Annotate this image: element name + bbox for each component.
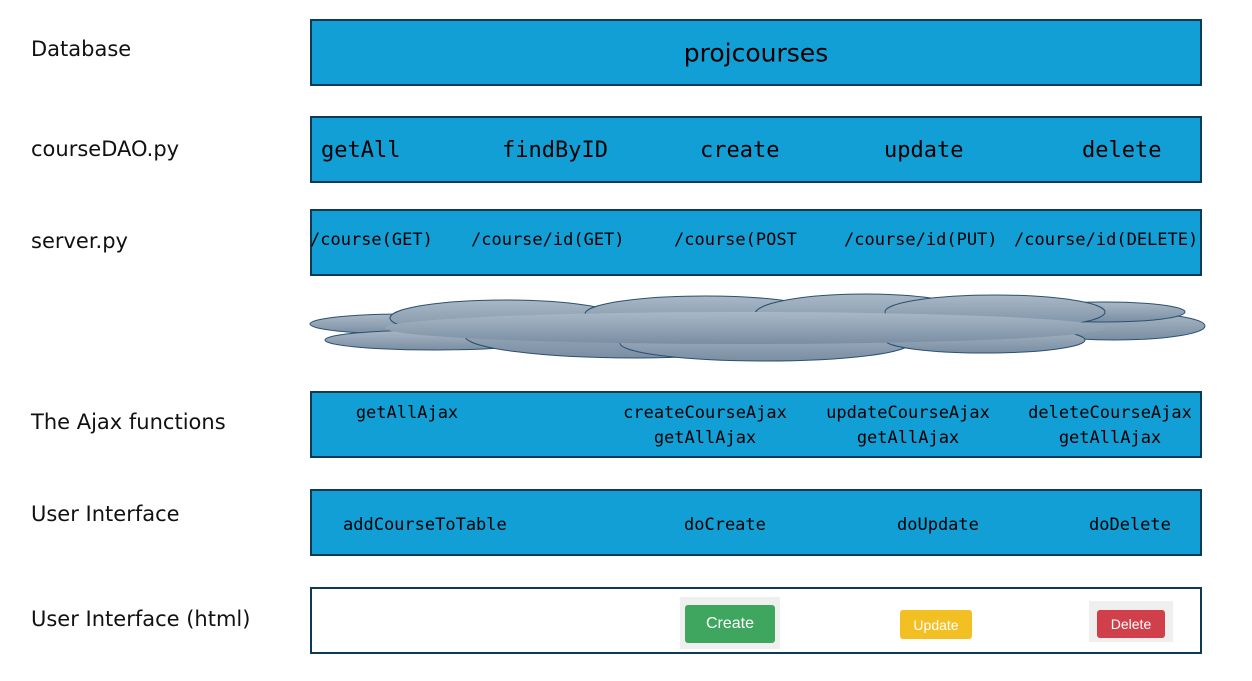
dao-create: create: [700, 138, 780, 163]
update-button[interactable]: Update: [900, 610, 972, 639]
ui-dodelete: doDelete: [1089, 515, 1171, 535]
ui-doupdate: doUpdate: [897, 515, 979, 535]
create-button[interactable]: Create: [685, 605, 775, 643]
ajax-createcourseajax: createCourseAjax: [623, 403, 787, 423]
dao-getall: getAll: [321, 138, 401, 163]
label-user-interface: User Interface: [31, 502, 180, 526]
ajax-deletecourseajax: deleteCourseAjax: [1028, 403, 1192, 423]
database-box: projcourses: [310, 19, 1202, 86]
dao-delete: delete: [1082, 138, 1162, 163]
network-cloud-icon: [309, 293, 1206, 362]
delete-button[interactable]: Delete: [1097, 610, 1165, 638]
user-interface-box: addCourseToTable doCreate doUpdate doDel…: [310, 489, 1202, 556]
user-interface-html-box: Create Update Delete: [310, 587, 1202, 654]
label-user-interface-html: User Interface (html): [31, 607, 251, 631]
route-course-id-delete: /course/id(DELETE): [1014, 230, 1199, 250]
dao-update: update: [884, 138, 964, 163]
create-button-frame: Create: [680, 597, 780, 649]
label-database: Database: [31, 37, 132, 61]
ajax-updatecourseajax: updateCourseAjax: [826, 403, 990, 423]
dao-findbyid: findByID: [502, 138, 608, 163]
database-name: projcourses: [683, 38, 829, 67]
route-course-id-put: /course/id(PUT): [844, 230, 998, 250]
ajax-getallajax: getAllAjax: [355, 403, 459, 423]
label-server: server.py: [31, 229, 128, 253]
ajax-functions-box: getAllAjax createCourseAjax getAllAjax u…: [310, 391, 1202, 458]
route-course-id-get: /course/id(GET): [471, 230, 625, 250]
route-course-get: /course(GET): [310, 230, 433, 250]
ajax-create-getallajax: getAllAjax: [653, 428, 757, 448]
ajax-update-getallajax: getAllAjax: [856, 428, 960, 448]
route-course-post: /course(POST: [674, 230, 797, 250]
ui-docreate: doCreate: [684, 515, 766, 535]
label-coursedao: courseDAO.py: [31, 137, 180, 161]
ui-addcoursetotable: addCourseToTable: [343, 515, 507, 535]
delete-button-frame: Delete: [1089, 601, 1173, 642]
ajax-delete-getallajax: getAllAjax: [1058, 428, 1162, 448]
server-box: /course(GET) /course/id(GET) /course(POS…: [310, 209, 1202, 276]
coursedao-box: getAll findByID create update delete: [310, 116, 1202, 183]
label-ajax-functions: The Ajax functions: [31, 410, 226, 434]
